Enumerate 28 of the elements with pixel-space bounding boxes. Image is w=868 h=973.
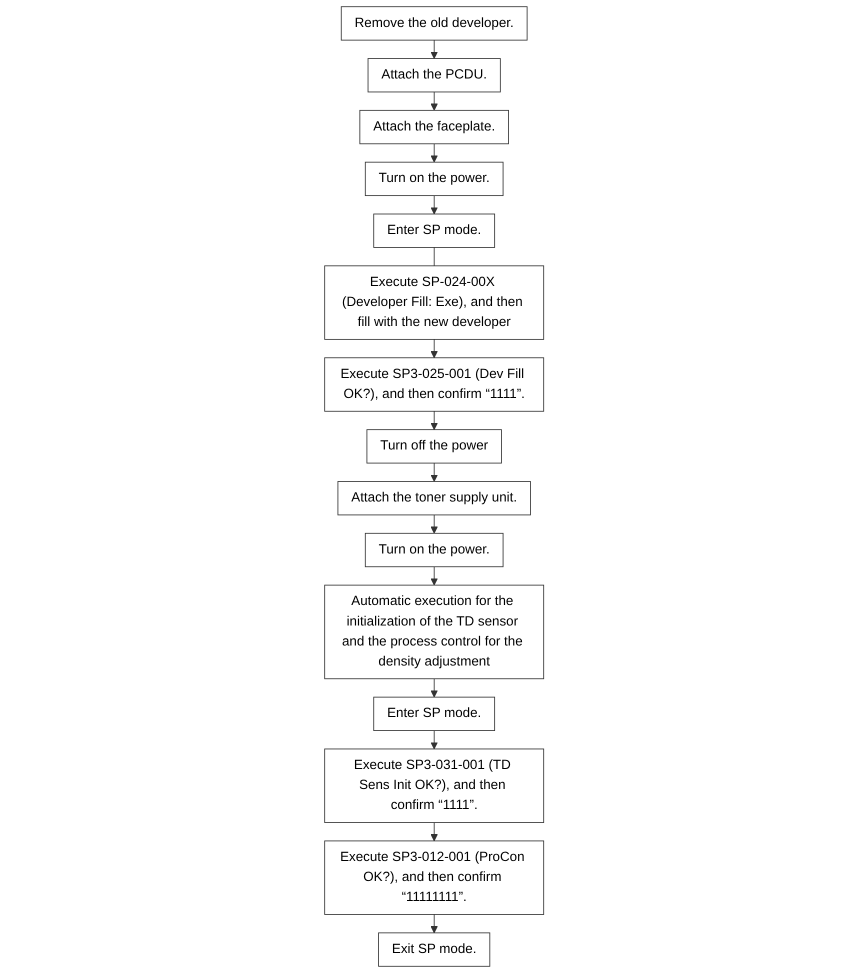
node-box: Execute SP3-025-001 (Dev Fill OK?), and then confirm “1111”. (324, 357, 544, 412)
node-box: Attach the toner supply unit. (337, 481, 531, 516)
node-box: Execute SP-024-00X (Developer Fill: Exe), and then fill with the new developer (324, 265, 544, 340)
arrow (430, 730, 438, 750)
node-box: Execute SP3-012-001 (ProCon OK?), and then confirm “11111111”. (324, 840, 544, 915)
node-box: Remove the old developer. (340, 6, 528, 41)
arrow (430, 914, 438, 934)
arrow (430, 514, 438, 534)
arrow (430, 92, 438, 111)
node-box: Attach the faceplate. (359, 110, 509, 144)
node-box: Exit SP mode. (378, 932, 490, 967)
node-box: Enter SP mode. (373, 214, 495, 248)
node-box: Enter SP mode. (373, 696, 495, 731)
arrow (430, 462, 438, 482)
arrow (430, 678, 438, 698)
node-box: Automatic execution for the initialization of the TD sensor and the process control for the density adjustment (324, 584, 544, 680)
node-box: Turn on the power. (364, 532, 504, 568)
arrow (430, 410, 438, 430)
arrow (430, 195, 438, 214)
arrow (430, 822, 438, 842)
node-box: Turn on the power. (364, 162, 504, 196)
node-box: Execute SP3-031-001 (TD Sens Init OK?), and then confirm “1111”. (324, 748, 544, 823)
node-box: Turn off the power (366, 429, 502, 464)
arrow (430, 566, 438, 586)
arrow (430, 338, 438, 358)
arrow (430, 40, 438, 59)
node-box: Attach the PCDU. (367, 58, 501, 92)
arrow (430, 143, 438, 162)
